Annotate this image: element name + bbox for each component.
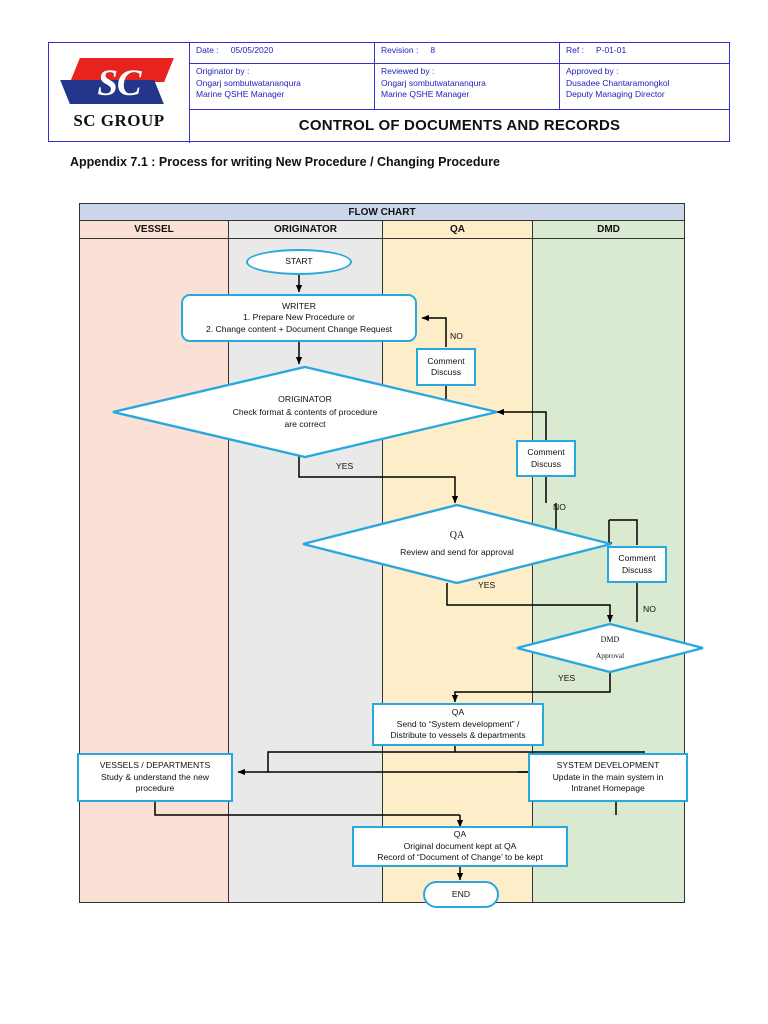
ref-label: Ref :: [566, 45, 584, 55]
originator-label: Originator by :: [196, 66, 250, 76]
node-qa-send-line2: Distribute to vessels & departments: [390, 730, 526, 741]
edge-label-no-2: NO: [553, 502, 566, 512]
document-header-table: SC SC GROUP Date : 05/05/2020 Revision : 8…: [48, 42, 730, 143]
sc-logo-mark: SC: [60, 55, 177, 113]
node-start[interactable]: START: [246, 249, 352, 275]
node-comment-discuss-2[interactable]: Comment Discuss: [516, 440, 576, 477]
logo-company-name: SC GROUP: [73, 111, 165, 130]
node-writer-title: WRITER: [282, 300, 316, 311]
node-vessels-departments[interactable]: VESSELS / DEPARTMENTS Study & understand…: [77, 753, 233, 802]
edge-label-yes-1: YES: [336, 461, 354, 471]
node-sysdev-title: SYSTEM DEVELOPMENT: [556, 760, 660, 771]
column-header-qa: QA: [382, 221, 532, 238]
node-end[interactable]: END: [423, 881, 499, 908]
node-dmd-title: DMD: [600, 635, 620, 644]
node-end-label: END: [451, 888, 471, 899]
node-comment-2-line1: Comment: [527, 447, 565, 457]
swimlane-originator: [228, 239, 382, 902]
appendix-caption: Appendix 7.1 : Process for writing New P…: [70, 155, 500, 169]
node-qa-decision-line1: Review and send for approval: [400, 547, 514, 557]
node-comment-2-line2: Discuss: [530, 458, 562, 469]
node-qa-final[interactable]: QA Original document kept at QA Record o…: [352, 826, 568, 867]
revision-label: Revision :: [381, 45, 419, 55]
header-row-signatories: Originator by : Ongarj sombutwatananqura…: [190, 64, 729, 110]
node-comment-1-line2: Discuss: [430, 367, 462, 377]
node-qa-final-line2: Record of “Document of Change’ to be kep…: [377, 852, 543, 863]
originator-role: Marine QSHE Manager: [196, 89, 285, 99]
node-qa-send-line1: Send to “System development” /: [396, 718, 520, 729]
logo-sc-text: SC: [97, 62, 141, 104]
flowchart-title: FLOW CHART: [79, 203, 685, 221]
node-start-label: START: [285, 256, 313, 267]
node-comment-1-line1: Comment: [427, 355, 465, 366]
header-fields-grid: Date : 05/05/2020 Revision : 8 Ref : P-01-0…: [190, 43, 729, 141]
node-writer[interactable]: WRITER 1. Prepare New Procedure or 2. Ch…: [181, 294, 417, 342]
node-comment-3-line1: Comment: [618, 553, 656, 563]
edge-label-yes-2: YES: [478, 580, 496, 590]
node-dmd-decision[interactable]: DMD Approval: [516, 622, 704, 674]
header-cell-approved: Approved by : Dusadee Chantaramongkol De…: [560, 64, 729, 109]
node-writer-line1: 1. Prepare New Procedure or: [243, 312, 355, 323]
header-cell-ref: Ref : P-01-01: [560, 43, 729, 63]
ref-value: P-01-01: [595, 45, 627, 55]
approved-name: Dusadee Chantaramongkol: [566, 77, 670, 88]
edge-label-no-3: NO: [643, 604, 656, 614]
node-sysdev-line1: Update in the main system in: [552, 771, 664, 782]
node-writer-line2: 2. Change content + Document Change Requ…: [205, 323, 393, 334]
date-label: Date :: [196, 45, 219, 55]
header-cell-originator: Originator by : Ongarj sombutwatananqura…: [190, 64, 375, 109]
date-value: 05/05/2020: [230, 45, 274, 55]
node-sysdev-line2: Intranet Homepage: [571, 783, 645, 794]
node-system-development[interactable]: SYSTEM DEVELOPMENT Update in the main sy…: [528, 753, 688, 802]
column-header-dmd: DMD: [532, 221, 684, 238]
node-qa-send[interactable]: QA Send to “System development” / Distri…: [372, 703, 544, 746]
node-qa-decision-title: QA: [449, 529, 465, 541]
flowchart-column-headers: VESSEL ORIGINATOR QA DMD: [79, 221, 685, 239]
node-qa-send-title: QA: [451, 707, 465, 718]
node-comment-3-line2: Discuss: [621, 564, 653, 575]
node-originator-decision[interactable]: ORIGINATOR Check format & contents of pr…: [112, 365, 498, 459]
edge-label-no-1: NO: [450, 331, 463, 341]
approved-label: Approved by :: [566, 66, 619, 76]
reviewed-label: Reviewed by :: [381, 66, 435, 76]
node-comment-discuss-1[interactable]: Comment Discuss: [416, 348, 476, 386]
header-cell-revision: Revision : 8: [375, 43, 560, 63]
column-header-originator: ORIGINATOR: [228, 221, 382, 238]
node-originator-line2: are correct: [284, 419, 326, 430]
node-qa-final-title: QA: [453, 829, 467, 840]
node-dmd-line1: Approval: [595, 650, 625, 660]
edge-label-yes-3: YES: [558, 673, 576, 683]
reviewed-role: Marine QSHE Manager: [381, 89, 470, 99]
header-row-title: CONTROL OF DOCUMENTS AND RECORDS: [190, 110, 729, 141]
node-vessels-title: VESSELS / DEPARTMENTS: [99, 760, 211, 771]
node-originator-line1: Check format & contents of procedure: [232, 406, 378, 417]
column-header-vessel: VESSEL: [80, 221, 228, 238]
node-comment-discuss-3[interactable]: Comment Discuss: [607, 546, 667, 583]
node-qa-decision[interactable]: QA Review and send for approval: [302, 503, 612, 585]
header-cell-date: Date : 05/05/2020: [190, 43, 375, 63]
node-vessels-line1: Study & understand the new: [101, 771, 209, 782]
approved-role: Deputy Managing Director: [566, 89, 665, 99]
node-originator-title: ORIGINATOR: [278, 394, 332, 405]
revision-value: 8: [430, 45, 436, 55]
document-title: CONTROL OF DOCUMENTS AND RECORDS: [298, 117, 621, 134]
header-row-meta: Date : 05/05/2020 Revision : 8 Ref : P-01-0…: [190, 43, 729, 64]
header-cell-reviewed: Reviewed by : Ongarj sombutwatananqura M…: [375, 64, 560, 109]
company-logo: SC SC GROUP: [49, 43, 190, 143]
node-qa-final-line1: Original document kept at QA: [403, 840, 517, 851]
originator-name: Ongarj sombutwatananqura: [196, 77, 301, 88]
node-vessels-line2: procedure: [135, 783, 175, 794]
reviewed-name: Ongarj sombutwatananqura: [381, 77, 486, 88]
